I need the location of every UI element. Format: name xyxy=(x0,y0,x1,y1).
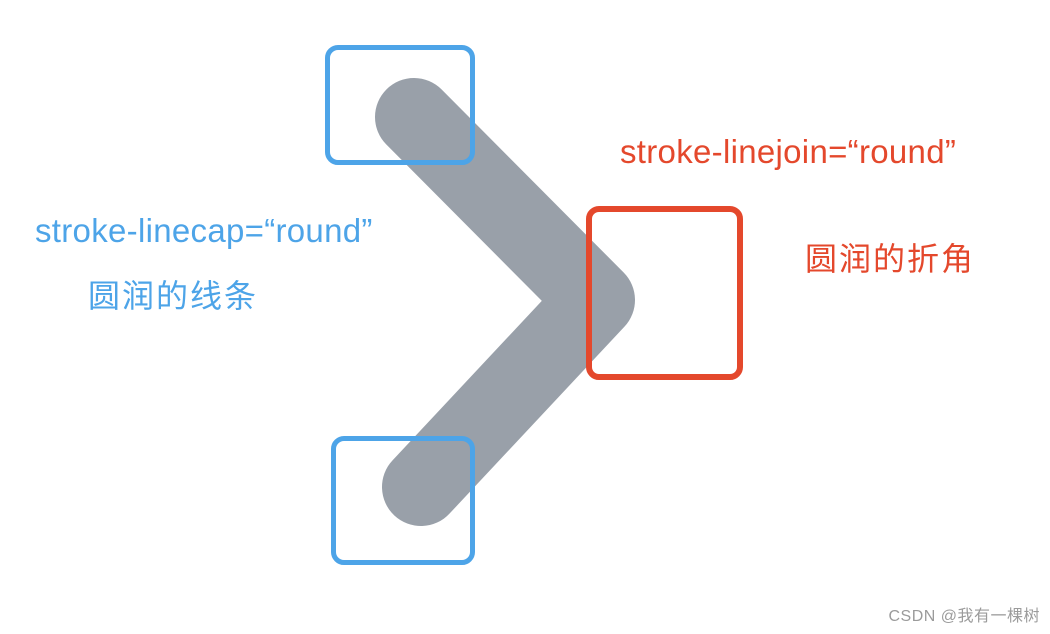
linecap-description-label: 圆润的线条 xyxy=(88,278,259,314)
linejoin-description-label: 圆润的折角 xyxy=(805,241,976,277)
chevron-polyline xyxy=(375,78,635,526)
linecap-bottom-highlight-box xyxy=(331,436,475,565)
linecap-top-highlight-box xyxy=(325,45,475,165)
linejoin-code-label: stroke-linejoin=“round” xyxy=(620,133,957,170)
linecap-code-label: stroke-linecap=“round” xyxy=(35,212,373,249)
watermark: CSDN @我有一棵树 xyxy=(888,608,1040,625)
linejoin-highlight-box xyxy=(586,206,743,380)
